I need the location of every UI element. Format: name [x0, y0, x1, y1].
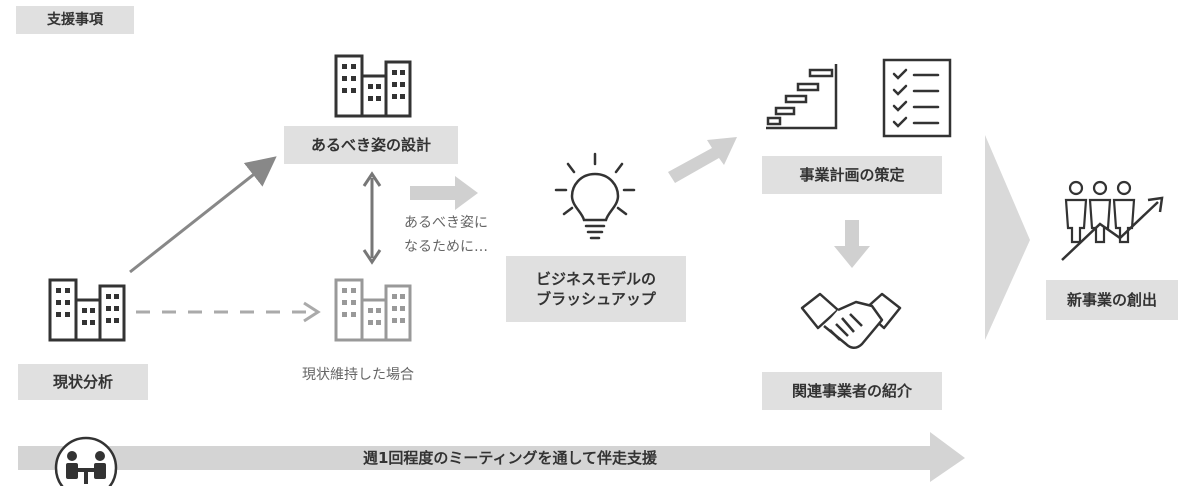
brushup-line1: ビジネスモデルの: [535, 269, 656, 288]
arrow-to-ideal: [129, 156, 277, 274]
brushup-line2: ブラッシュアップ: [536, 290, 656, 308]
checklist-icon: [882, 58, 952, 138]
handshake-icon: [800, 292, 902, 349]
partner-intro-label: 関連事業者の紹介: [762, 372, 942, 410]
status-quo-text: 現状維持した場合: [302, 367, 414, 383]
ideal-note-line2: なるために…: [404, 239, 488, 255]
brushup-label: ビジネスモデルの ブラッシュアップ: [506, 256, 686, 322]
section-tag: 支援事項: [16, 6, 134, 34]
people-growth-icon: [1061, 180, 1164, 261]
meeting-icon: [54, 436, 118, 486]
ideal-design-label: あるべき姿の設計: [284, 126, 458, 164]
lightbulb-icon: [554, 152, 636, 240]
gantt-chart-icon: [766, 64, 838, 130]
buildings-icon: [334, 54, 412, 118]
buildings-icon: [48, 278, 126, 342]
ideal-note-line1: あるべき姿に: [404, 215, 488, 231]
business-plan-label: 事業計画の策定: [762, 156, 942, 194]
current-analysis-label: 現状分析: [18, 364, 148, 400]
new-business-label: 新事業の創出: [1046, 280, 1178, 320]
buildings-faded-icon: [334, 278, 412, 342]
footer-banner-text: 週1回程度のミーティングを通して伴走支援: [362, 449, 658, 467]
